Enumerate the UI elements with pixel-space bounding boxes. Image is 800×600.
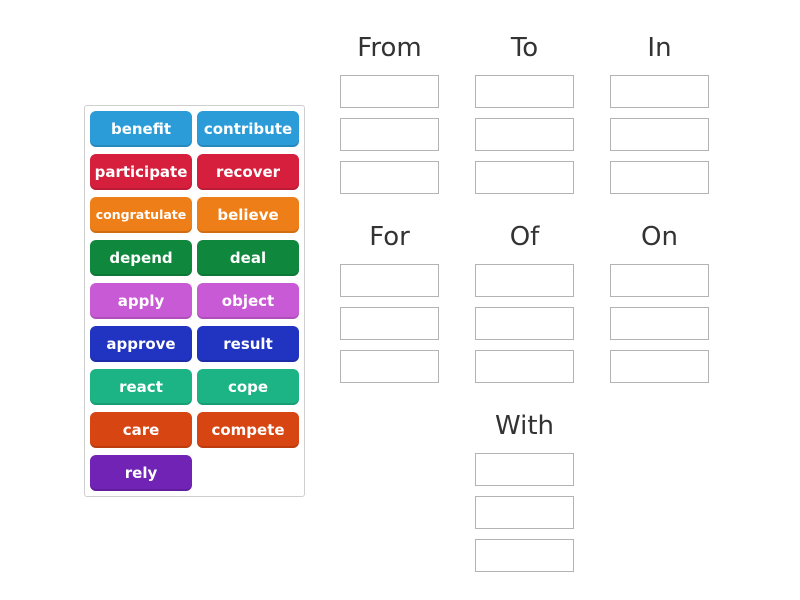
drop-slot[interactable] (340, 118, 439, 151)
group-title: To (510, 33, 539, 63)
group-slots (610, 75, 709, 194)
group-slots (610, 264, 709, 383)
group-column: For (340, 216, 439, 383)
drop-slot[interactable] (475, 161, 574, 194)
drop-slot[interactable] (610, 350, 709, 383)
group-title: Of (509, 222, 540, 252)
word-tile[interactable]: care (90, 412, 192, 448)
word-tile[interactable]: cope (197, 369, 299, 405)
drop-slot[interactable] (475, 350, 574, 383)
drop-slot[interactable] (610, 307, 709, 340)
drop-slot[interactable] (610, 118, 709, 151)
group-title: For (369, 222, 410, 252)
drop-slot[interactable] (475, 307, 574, 340)
word-tile[interactable]: believe (197, 197, 299, 233)
drop-slot[interactable] (475, 539, 574, 572)
group-column: To (475, 27, 574, 194)
word-tile[interactable]: rely (90, 455, 192, 491)
group-title: From (357, 33, 422, 63)
group-column: In (610, 27, 709, 194)
word-tile[interactable]: approve (90, 326, 192, 362)
groups-area: From To In For Of On With (322, 27, 727, 572)
group-slots (475, 453, 574, 572)
word-tile[interactable]: recover (197, 154, 299, 190)
drop-slot[interactable] (340, 161, 439, 194)
drop-slot[interactable] (610, 75, 709, 108)
group-slots (475, 264, 574, 383)
drop-slot[interactable] (340, 307, 439, 340)
word-tile[interactable]: compete (197, 412, 299, 448)
word-tile[interactable]: result (197, 326, 299, 362)
word-tile[interactable]: deal (197, 240, 299, 276)
word-tile[interactable]: object (197, 283, 299, 319)
drop-slot[interactable] (340, 350, 439, 383)
drop-slot[interactable] (610, 161, 709, 194)
group-slots (475, 75, 574, 194)
group-title: On (641, 222, 678, 252)
drop-slot[interactable] (475, 75, 574, 108)
drop-slot[interactable] (610, 264, 709, 297)
group-title: In (647, 33, 672, 63)
word-tile[interactable]: depend (90, 240, 192, 276)
drop-slot[interactable] (340, 75, 439, 108)
group-slots (340, 264, 439, 383)
group-slots (340, 75, 439, 194)
word-tile[interactable]: react (90, 369, 192, 405)
word-tile[interactable]: benefit (90, 111, 192, 147)
group-title: With (494, 411, 555, 441)
group-column: Of (475, 216, 574, 383)
drop-slot[interactable] (475, 264, 574, 297)
group-column: With (475, 405, 574, 572)
word-tile[interactable]: contribute (197, 111, 299, 147)
drop-slot[interactable] (475, 453, 574, 486)
word-tile[interactable]: congratulate (90, 197, 192, 233)
word-tile[interactable]: participate (90, 154, 192, 190)
drop-slot[interactable] (475, 496, 574, 529)
drop-slot[interactable] (340, 264, 439, 297)
group-column: From (340, 27, 439, 194)
group-column: On (610, 216, 709, 383)
word-tile[interactable]: apply (90, 283, 192, 319)
drop-slot[interactable] (475, 118, 574, 151)
